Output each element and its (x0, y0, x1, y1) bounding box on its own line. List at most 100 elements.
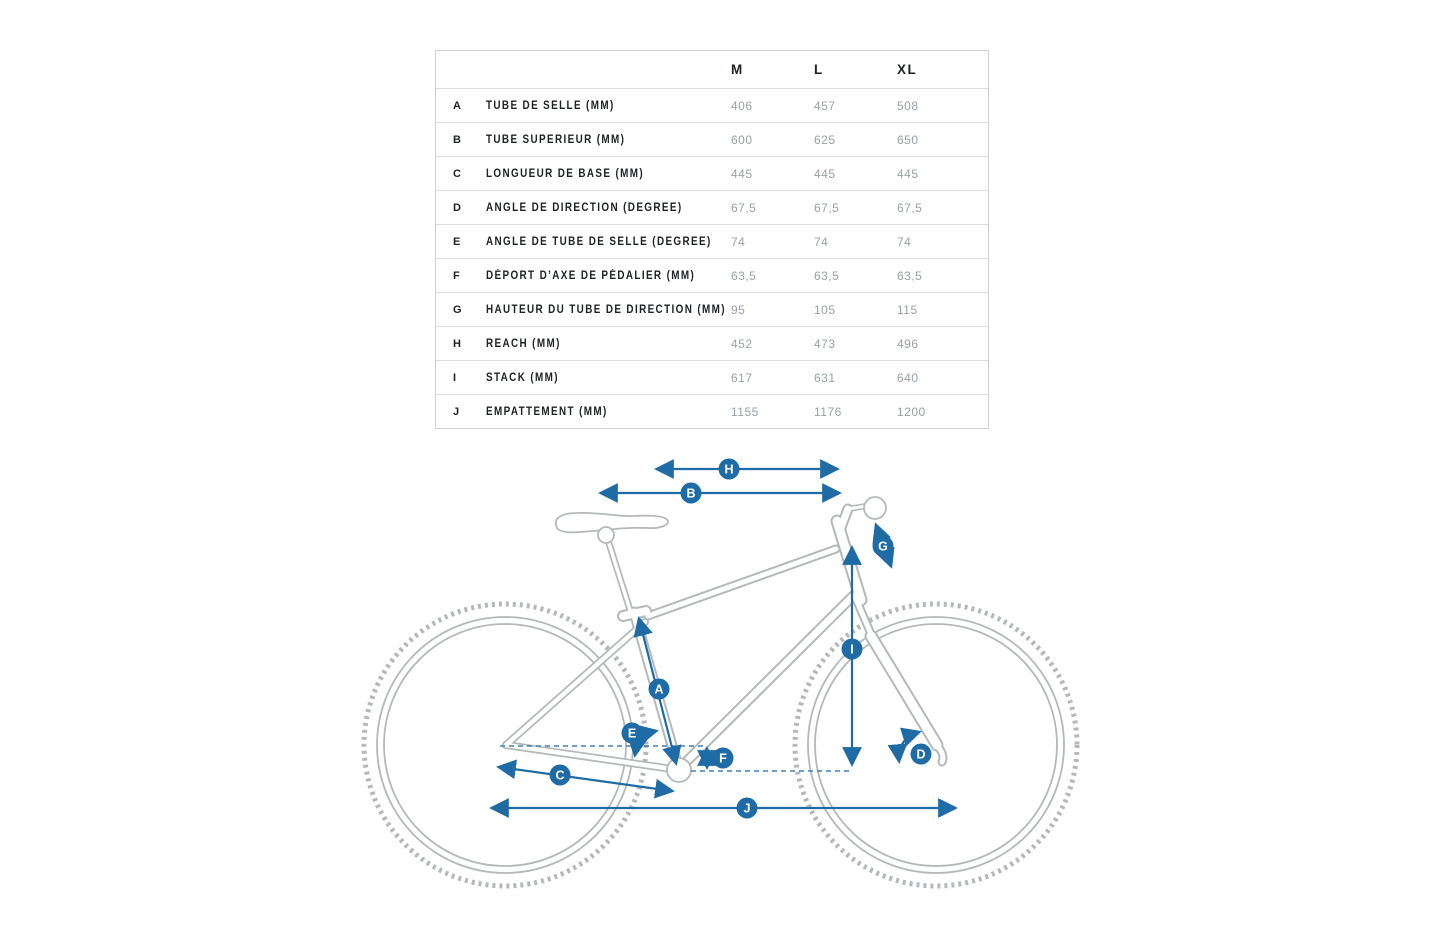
table-row: E ANGLE DE TUBE DE SELLE (DEGREE) 74 74 … (436, 224, 988, 258)
row-label-text: EMPATTEMENT (MM) (486, 405, 608, 418)
row-label-text: HAUTEUR DU TUBE DE DIRECTION (MM) (486, 303, 726, 316)
row-letter: F (453, 269, 461, 282)
table-row: I STACK (MM) 617 631 640 (436, 360, 988, 394)
row-label-text: ANGLE DE TUBE DE SELLE (DEGREE) (486, 235, 712, 248)
marker-c (549, 764, 571, 786)
marker-badges: A B C D E F G H I J (549, 458, 932, 819)
row-value-m: 67,5 (731, 200, 757, 215)
arrow-c (496, 759, 675, 799)
row-letter: C (453, 167, 462, 180)
row-label: TUBE SUPERIEUR (MM) (486, 134, 726, 146)
table-row: D ANGLE DE DIRECTION (DEGREE) 67,5 67,5 … (436, 190, 988, 224)
table-header-row: M L XL (436, 51, 988, 88)
marker-h (718, 458, 740, 480)
marker-e (621, 722, 643, 744)
row-label-text: ANGLE DE DIRECTION (DEGREE) (486, 201, 683, 214)
column-header-xl: XL (897, 62, 918, 77)
row-label: HAUTEUR DU TUBE DE DIRECTION (MM) (486, 304, 726, 316)
row-letter: H (453, 337, 462, 350)
row-value-m: 74 (731, 234, 746, 249)
front-wheel (792, 601, 1080, 889)
column-header-m: M (731, 62, 744, 77)
row-letter: D (453, 201, 462, 214)
row-value-l: 625 (814, 132, 836, 147)
row-value-xl: 650 (897, 132, 919, 147)
marker-i (841, 638, 863, 660)
marker-g (872, 535, 894, 557)
marker-j-label: J (744, 802, 751, 816)
table-row: G HAUTEUR DU TUBE DE DIRECTION (MM) 95 1… (436, 292, 988, 326)
row-value-m: 63,5 (731, 268, 757, 283)
marker-f-label: F (719, 752, 727, 766)
row-label: STACK (MM) (486, 372, 726, 384)
row-value-m: 617 (731, 370, 753, 385)
row-label: ANGLE DE DIRECTION (DEGREE) (486, 202, 726, 214)
row-value-xl: 74 (897, 234, 912, 249)
row-label: EMPATTEMENT (MM) (486, 406, 726, 418)
row-value-l: 631 (814, 370, 836, 385)
marker-a (648, 678, 670, 700)
table-row: H REACH (MM) 452 473 496 (436, 326, 988, 360)
handlebar-grip (863, 496, 887, 520)
row-label: LONGUEUR DE BASE (MM) (486, 168, 726, 180)
row-value-m: 95 (731, 302, 746, 317)
row-value-m: 445 (731, 166, 753, 181)
arrow-d (887, 727, 922, 764)
table-row: B TUBE SUPERIEUR (MM) 600 625 650 (436, 122, 988, 156)
row-value-l: 105 (814, 302, 836, 317)
row-letter: J (453, 405, 461, 418)
column-header-l: L (814, 62, 824, 77)
seat-clamp (597, 526, 615, 544)
arrow-e (627, 724, 659, 758)
marker-d (910, 743, 932, 765)
row-label: TUBE DE SELLE (MM) (486, 100, 726, 112)
marker-f (712, 747, 734, 769)
row-value-xl: 63,5 (897, 268, 923, 283)
row-label-text: TUBE SUPERIEUR (MM) (486, 133, 626, 146)
row-label: DÉPORT D’AXE DE PÉDALIER (MM) (486, 270, 726, 282)
row-value-xl: 115 (897, 302, 918, 317)
saddle (554, 511, 669, 534)
row-label-text: REACH (MM) (486, 337, 561, 350)
row-value-m: 1155 (731, 404, 759, 419)
table-row: F DÉPORT D’AXE DE PÉDALIER (MM) 63,5 63,… (436, 258, 988, 292)
row-label-text: TUBE DE SELLE (MM) (486, 99, 615, 112)
row-value-xl: 445 (897, 166, 919, 181)
table-row: J EMPATTEMENT (MM) 1155 1176 1200 (436, 394, 988, 428)
row-value-l: 445 (814, 166, 836, 181)
marker-e-label: E (628, 727, 636, 741)
row-letter: B (453, 133, 462, 146)
row-label: ANGLE DE TUBE DE SELLE (DEGREE) (486, 236, 726, 248)
row-letter: A (453, 99, 462, 112)
row-label-text: LONGUEUR DE BASE (MM) (486, 167, 645, 180)
marker-b (680, 482, 702, 504)
bottom-bracket (666, 757, 692, 783)
row-value-m: 452 (731, 336, 753, 351)
geometry-table: M L XL A TUBE DE SELLE (MM) 406 457 508 … (435, 50, 989, 429)
row-value-xl: 496 (897, 336, 919, 351)
row-value-xl: 1200 (897, 404, 926, 419)
row-value-l: 74 (814, 234, 829, 249)
marker-h-label: H (724, 463, 733, 477)
row-value-l: 457 (814, 98, 836, 113)
marker-g-label: G (878, 540, 888, 554)
row-value-xl: 67,5 (897, 200, 923, 215)
marker-a-label: A (654, 683, 663, 697)
row-value-l: 1176 (814, 404, 842, 419)
marker-i-label: I (850, 643, 853, 657)
row-value-xl: 640 (897, 370, 919, 385)
row-value-l: 63,5 (814, 268, 840, 283)
marker-d-label: D (916, 748, 925, 762)
row-value-l: 473 (814, 336, 836, 351)
table-row: A TUBE DE SELLE (MM) 406 457 508 (436, 88, 988, 122)
table-row: C LONGUEUR DE BASE (MM) 445 445 445 (436, 156, 988, 190)
row-value-m: 600 (731, 132, 753, 147)
marker-c-label: C (555, 769, 564, 783)
marker-b-label: B (686, 487, 695, 501)
marker-j (736, 797, 758, 819)
row-label-text: DÉPORT D’AXE DE PÉDALIER (MM) (486, 269, 696, 282)
row-letter: E (453, 235, 462, 248)
row-value-l: 67,5 (814, 200, 840, 215)
